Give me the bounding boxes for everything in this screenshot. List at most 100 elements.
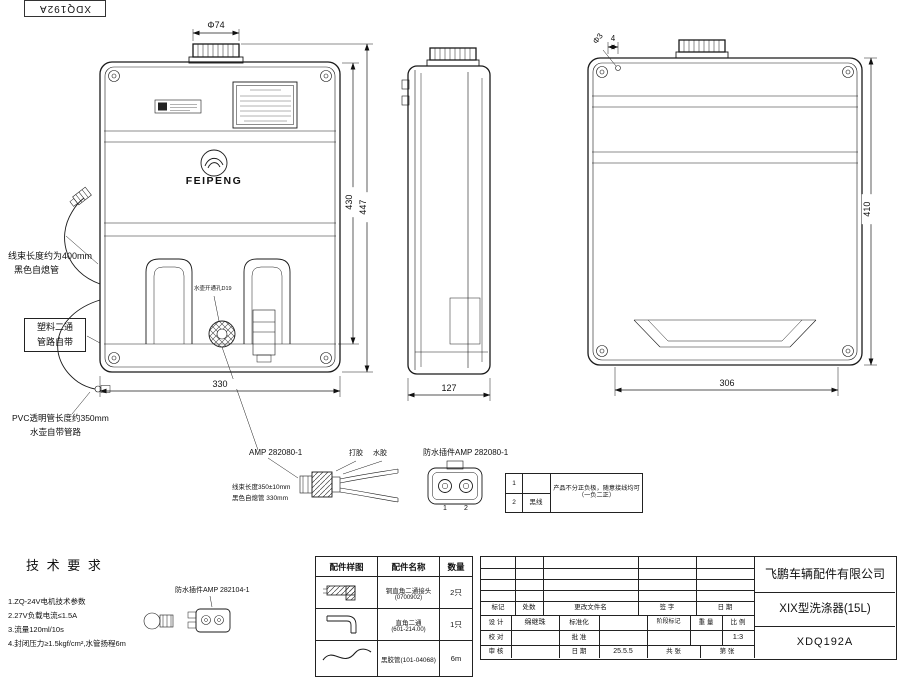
grid-line [543, 557, 544, 615]
sheets-total: 共 张 [666, 647, 681, 655]
part-qty: 1只 [439, 608, 473, 641]
drawing-number: XDQ192A [754, 627, 895, 658]
standardize-label: 标准化 [569, 618, 589, 626]
grid-line [638, 557, 639, 615]
company-name: 飞鹏车辆配件有限公司 [754, 557, 895, 593]
harness-note-line1: 线束长度约为400mm [8, 251, 93, 261]
parts-table-header: 配件样图 配件名称 数量 [315, 556, 473, 577]
design-label: 设 计 [488, 618, 504, 626]
side-cap [426, 47, 480, 67]
scale-label: 比 例 [730, 618, 746, 626]
pin-number-1: 1 [443, 505, 447, 512]
parts-table: 配件样图 配件名称 数量 铜直角二通接头 (0700902) 2只 直角二通 (… [315, 556, 473, 677]
dim-410: 410 [861, 194, 873, 225]
tee-note-line2: 管路自带 [36, 337, 73, 347]
grid-line [511, 615, 512, 658]
grid-line [481, 579, 754, 580]
glue-label-1: 打胶 [349, 450, 363, 457]
part-name: 黑胶管(101-04068) [381, 656, 436, 664]
part-sketch-hose [315, 640, 378, 677]
dim-127: 127 [429, 383, 469, 394]
table-row: 直角二通 (601-214.00) 1只 [315, 608, 473, 641]
rear-cap [675, 39, 729, 59]
grid-line [481, 615, 754, 616]
scale-value: 1:3 [732, 632, 744, 642]
parts-header-qty: 数量 [439, 556, 473, 577]
dim-306: 306 [706, 378, 748, 389]
grid-line [481, 601, 754, 602]
sheet-number: 第 张 [719, 647, 735, 655]
pvc-note-line1: PVC透明管长度约350mm [12, 413, 109, 423]
wire-label: 黑线 [529, 498, 543, 506]
grid-line [481, 645, 754, 646]
date-label: 日 期 [571, 647, 587, 655]
part-code: (601-214.00) [391, 626, 426, 633]
polarity-note: 产品不分正负极，随意接线均可 （一负二正） [550, 474, 643, 512]
tee-note-box: 塑料二通 管路自带 [24, 318, 86, 352]
pump-body [252, 309, 276, 363]
front-dimensions [99, 29, 373, 397]
stage-mark-label: 阶段标记 [656, 619, 681, 626]
audit-label: 审 核 [488, 647, 504, 655]
parts-header-name: 配件名称 [377, 556, 440, 577]
filler-cap [188, 43, 244, 64]
date-value: 25.5.5 [613, 647, 633, 655]
waterproof-connector-face [427, 460, 483, 505]
harness-tube-assembly [57, 186, 111, 415]
check-label: 校 对 [488, 633, 504, 641]
approve-label: 批 准 [571, 633, 587, 641]
rev-header-sign: 签 字 [659, 604, 675, 612]
glue-label-2: 水胶 [373, 450, 387, 457]
polarity-note-line2: （一负二正） [577, 492, 616, 499]
tech-part-sketch [143, 595, 231, 633]
polarity-note-line1: 产品不分正负极，随意接线均可 [553, 485, 640, 493]
front-view [99, 43, 341, 451]
logo-emblem [200, 149, 228, 177]
part-code: (0700902) [394, 594, 423, 601]
dim-hole-dist: 4 [610, 34, 616, 43]
polarity-note-table: 1 2 黑线 产品不分正负极，随意接线均可 （一负二正） [505, 473, 643, 513]
pin-number-2: 2 [464, 505, 468, 512]
part-sketch-elbow [315, 608, 378, 641]
grid-line [700, 645, 701, 658]
harness-length-note2: 黑色自熄管 330mm [232, 495, 288, 502]
grid-line [550, 474, 551, 512]
polarity-row-2: 2 [512, 498, 516, 506]
rev-header-file: 更改文件名 [574, 604, 607, 612]
harness-note-line2: 黑色自熄管 [14, 265, 60, 275]
dim-330: 330 [200, 379, 240, 390]
tech-requirement-3: 3.流量120ml/10s [8, 625, 64, 634]
tech-part-label: 防水插件AMP 282104-1 [175, 587, 250, 594]
harness-length-note1: 线束长度350±10mm [232, 484, 291, 491]
tech-requirements-title: 技 术 要 求 [26, 558, 103, 573]
spec-label-plate [232, 81, 298, 129]
side-view [401, 47, 491, 401]
drawing-number-stamp: XDQ192A [24, 0, 106, 17]
grid-line [696, 557, 697, 615]
harness-connector [69, 186, 92, 207]
product-name: XIX型洗涤器(15L) [754, 593, 895, 627]
grid-line [515, 557, 516, 615]
brand-logo-text: FEIPENG [185, 175, 243, 187]
part-name: 直角二通 [395, 619, 422, 627]
corner-screws [108, 70, 332, 364]
amp-connector-detail [267, 457, 399, 503]
tech-requirement-4: 4.封闭压力≥1.5kgf/cm²,水管扬程6m [8, 639, 126, 648]
waterproof-connector-label: 防水插件AMP 282080-1 [423, 448, 509, 457]
table-row: 铜直角二通接头 (0700902) 2只 [315, 576, 473, 609]
dim-430: 430 [343, 187, 355, 218]
weight-label: 重 量 [698, 618, 714, 626]
polarity-row-1: 1 [512, 479, 516, 487]
tech-requirement-1: 1.ZQ-24V电机技术参数 [8, 597, 86, 606]
grid-line [481, 590, 754, 591]
rev-header-mark: 标记 [491, 604, 505, 612]
grid-line [506, 493, 550, 494]
amp-connector-label: AMP 282080-1 [249, 448, 303, 457]
part-qty: 6m [439, 640, 473, 677]
grid-line [647, 615, 648, 658]
dim-cap-diameter: Φ74 [197, 20, 235, 31]
pump-hole [208, 320, 236, 348]
rev-header-count: 处数 [522, 604, 536, 612]
rev-header-date: 日 期 [717, 604, 733, 612]
pump-brackets [145, 258, 291, 344]
